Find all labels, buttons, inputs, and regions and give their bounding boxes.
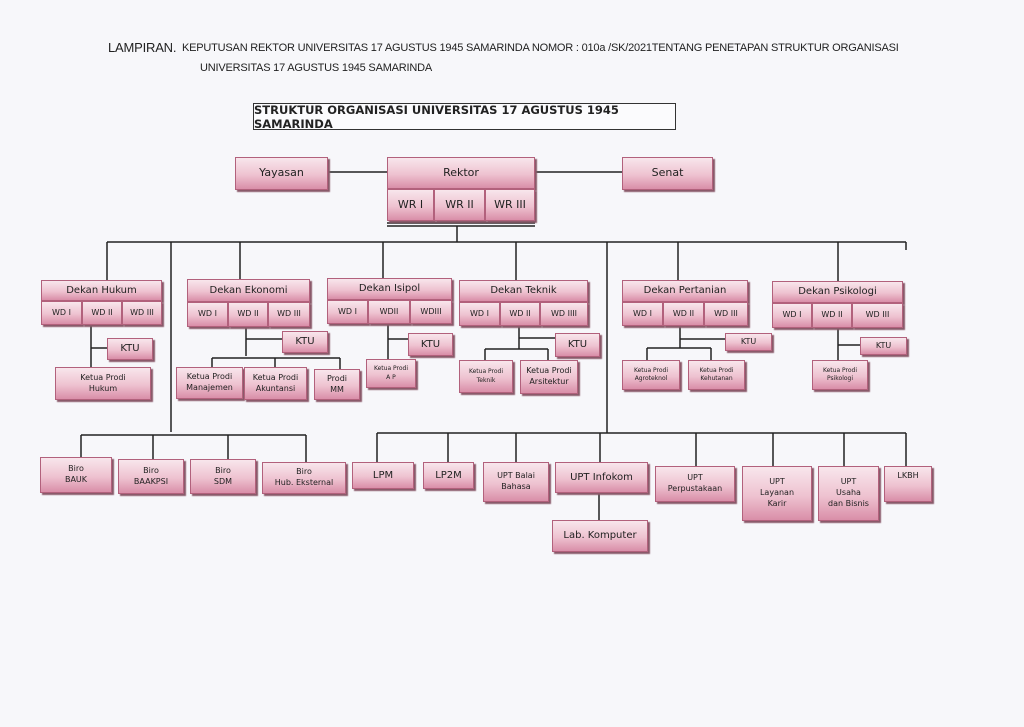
wd-box: WD IIII — [540, 302, 588, 326]
decree-line-1: KEPUTUSAN REKTOR UNIVERSITAS 17 AGUSTUS … — [182, 42, 899, 54]
biro-hub-eksternal-box: Biro Hub. Eksternal — [262, 462, 346, 494]
prodi-box: Ketua Prodi Kehutanan — [688, 360, 745, 390]
senat-box: Senat — [622, 157, 713, 190]
wd-box: WD II — [663, 302, 704, 326]
chart-title: STRUKTUR ORGANISASI UNIVERSITAS 17 AGUST… — [253, 103, 676, 131]
prodi-box: Ketua Prodi A P — [366, 359, 416, 388]
biro-baakpsi-box: Biro BAAKPSI — [118, 459, 184, 494]
yayasan-box: Yayasan — [235, 157, 328, 190]
prodi-box: Ketua Prodi Arsitektur — [520, 360, 578, 394]
wr-2-box: WR II — [434, 189, 485, 221]
prodi-box: Ketua Prodi Hukum — [55, 367, 151, 400]
upt-layanan-karir-box: UPT Layanan Karir — [742, 466, 812, 521]
biro-bauk-box: Biro BAUK — [40, 457, 112, 493]
wd-box: WD III — [852, 303, 903, 328]
prodi-box: Ketua Prodi Agroteknol — [622, 360, 680, 390]
wd-box: WD I — [41, 301, 82, 325]
rektor-box: Rektor — [387, 157, 535, 189]
prodi-box: Ketua Prodi Psikologi — [812, 360, 868, 390]
dekan-teknik-box: Dekan Teknik — [459, 280, 588, 302]
prodi-box: Ketua Prodi Akuntansi — [244, 367, 307, 400]
wr-3-box: WR III — [485, 189, 535, 221]
prodi-box: Prodi MM — [314, 369, 360, 400]
upt-infokom-box: UPT Infokom — [555, 462, 648, 493]
wd-box: WD III — [704, 302, 748, 326]
dekan-isipol-box: Dekan Isipol — [327, 278, 452, 300]
dekan-ekonomi-box: Dekan Ekonomi — [187, 279, 310, 302]
lampiran-label: LAMPIRAN. — [108, 40, 177, 55]
wd-box: WD III — [122, 301, 162, 325]
wd-box: WD II — [82, 301, 122, 325]
prodi-box: Ketua Prodi Manajemen — [176, 367, 243, 399]
wd-box: WD I — [772, 303, 812, 328]
ktu-box: KTU — [860, 337, 907, 355]
ktu-box: KTU — [282, 331, 328, 353]
lkbh-box: LKBH — [884, 466, 932, 502]
wd-box: WD I — [187, 302, 228, 327]
wd-box: WD III — [268, 302, 310, 327]
dekan-psikologi-box: Dekan Psikologi — [772, 281, 903, 303]
upt-perpustakaan-box: UPT Perpustakaan — [655, 466, 735, 502]
wd-box: WD I — [459, 302, 500, 326]
wd-box: WDII — [368, 300, 410, 324]
ktu-box: KTU — [107, 338, 153, 360]
ktu-box: KTU — [408, 333, 453, 356]
wr-1-box: WR I — [387, 189, 434, 221]
dekan-hukum-box: Dekan Hukum — [41, 280, 162, 301]
wd-box: WDIII — [410, 300, 452, 324]
dekan-pertanian-box: Dekan Pertanian — [622, 280, 748, 302]
lpm-box: LPM — [352, 462, 414, 489]
upt-balai-bahasa-box: UPT Balai Bahasa — [483, 462, 549, 502]
biro-sdm-box: Biro SDM — [190, 459, 256, 494]
ktu-box: KTU — [555, 333, 600, 357]
prodi-box: Ketua Prodi Teknik — [459, 360, 513, 393]
wd-box: WD II — [500, 302, 540, 326]
ktu-box: KTU — [725, 333, 772, 351]
wd-box: WD II — [228, 302, 268, 327]
upt-usaha-bisnis-box: UPT Usaha dan Bisnis — [818, 466, 879, 521]
wd-box: WD I — [622, 302, 663, 326]
wd-box: WD I — [327, 300, 368, 324]
lab-komputer-box: Lab. Komputer — [552, 520, 648, 552]
lp2m-box: LP2M — [423, 462, 474, 489]
decree-line-2: UNIVERSITAS 17 AGUSTUS 1945 SAMARINDA — [200, 62, 433, 74]
wd-box: WD II — [812, 303, 852, 328]
